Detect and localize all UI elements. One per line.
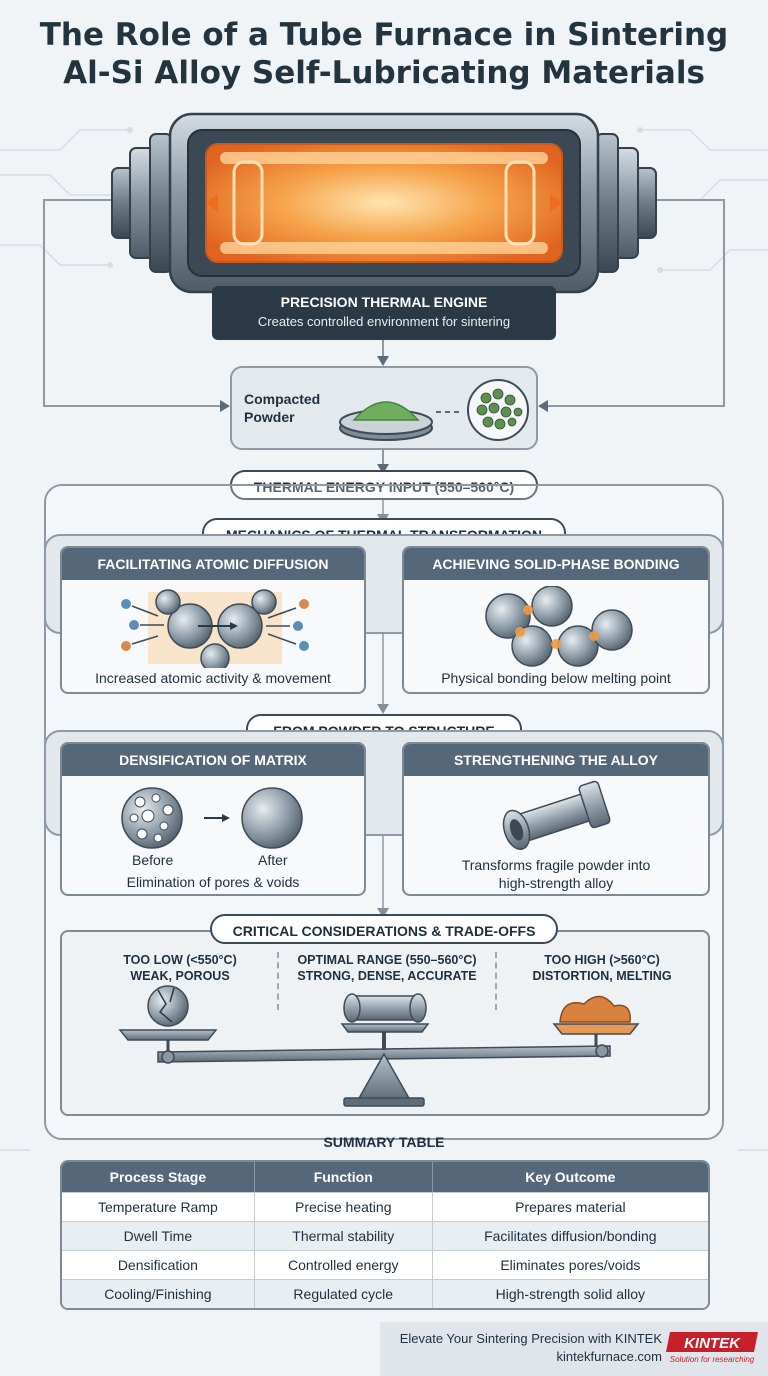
powder-label: Compacted Powder — [244, 390, 320, 426]
diffusion-caption: Increased atomic activity & movement — [95, 670, 331, 686]
table-row: Densification Controlled energy Eliminat… — [62, 1250, 708, 1279]
alloy-pipe-icon — [502, 780, 611, 850]
header-key-outcome: Key Outcome — [432, 1162, 708, 1192]
powder-dish-icon — [339, 379, 529, 441]
powder-label-line1: Compacted — [244, 391, 321, 407]
summary-table: Process Stage Function Key Outcome Tempe… — [60, 1160, 710, 1310]
page-title: The Role of a Tube Furnace in Sintering … — [39, 17, 729, 91]
optimal-line1: OPTIMAL RANGE (550–560°C) — [297, 953, 477, 967]
table-cell: Regulated cycle — [254, 1279, 433, 1308]
tradeoffs-panel: TOO LOW (<550°C) WEAK, POROUS OPTIMAL RA… — [60, 930, 710, 1116]
bonding-title: ACHIEVING SOLID-PHASE BONDING — [404, 548, 708, 580]
strengthening-caption-line1: Transforms fragile powder into — [461, 857, 651, 873]
densification-card: DENSIFICATION OF MATRIX Before After Eli… — [60, 742, 366, 896]
table-cell: Precise heating — [254, 1192, 433, 1221]
table-cell: Facilitates diffusion/bonding — [432, 1221, 708, 1250]
table-cell: Cooling/Finishing — [62, 1279, 255, 1308]
before-label: Before — [132, 852, 174, 868]
strengthening-title: STRENGTHENING THE ALLOY — [404, 744, 708, 776]
optimal-label: OPTIMAL RANGE (550–560°C) STRONG, DENSE,… — [287, 952, 487, 984]
atom-diffusion-icon — [121, 589, 309, 668]
strengthening-caption-line2: high-strength alloy — [498, 875, 614, 891]
powder-label-line2: Powder — [244, 409, 295, 425]
summary-header-row: Process Stage Function Key Outcome — [62, 1162, 708, 1192]
solid-phase-bonding-card: ACHIEVING SOLID-PHASE BONDING Physical b… — [402, 546, 710, 694]
divider-2 — [495, 952, 497, 1010]
summary-title: SUMMARY TABLE — [323, 1134, 445, 1150]
bonding-caption: Physical bonding below melting point — [441, 670, 671, 686]
strengthening-caption: Transforms fragile powder into high-stre… — [404, 856, 708, 892]
table-cell: Controlled energy — [254, 1250, 433, 1279]
table-cell: Prepares material — [432, 1192, 708, 1221]
engine-subtitle: Creates controlled environment for sinte… — [257, 314, 511, 329]
strengthening-card: STRENGTHENING THE ALLOY Transforms fragi… — [402, 742, 710, 896]
compacted-powder-panel: Compacted Powder — [230, 366, 538, 450]
table-row: Cooling/Finishing Regulated cycle High-s… — [62, 1279, 708, 1308]
diffusion-title: FACILITATING ATOMIC DIFFUSION — [62, 548, 364, 580]
after-label: After — [258, 852, 288, 868]
table-cell: Eliminates pores/voids — [432, 1250, 708, 1279]
logo-tagline: Solution for researching — [670, 1355, 755, 1364]
optimal-line2: STRONG, DENSE, ACCURATE — [297, 969, 477, 983]
densification-title: DENSIFICATION OF MATRIX — [62, 744, 364, 776]
too-high-line1: TOO HIGH (>560°C) — [544, 953, 660, 967]
tradeoffs-heading: CRITICAL CONSIDERATIONS & TRADE-OFFS — [210, 914, 558, 944]
kintek-logo[interactable]: KINTEK Solution for researching — [664, 1330, 760, 1366]
logo-text: KINTEK — [684, 1335, 741, 1352]
too-high-label: TOO HIGH (>560°C) DISTORTION, MELTING — [502, 952, 702, 984]
tube-furnace-illustration — [111, 112, 657, 294]
table-row: Dwell Time Thermal stability Facilitates… — [62, 1221, 708, 1250]
table-cell: Densification — [62, 1250, 255, 1279]
bonded-particles-icon — [485, 586, 633, 667]
table-cell: Temperature Ramp — [62, 1192, 255, 1221]
header-function: Function — [254, 1162, 433, 1192]
too-low-line2: WEAK, POROUS — [130, 969, 230, 983]
table-cell: Thermal stability — [254, 1221, 433, 1250]
pore-elimination-icon — [121, 787, 303, 849]
too-low-line1: TOO LOW (<550°C) — [123, 953, 237, 967]
too-low-label: TOO LOW (<550°C) WEAK, POROUS — [80, 952, 280, 984]
engine-title: PRECISION THERMAL ENGINE — [280, 294, 488, 310]
too-high-line2: DISTORTION, MELTING — [532, 969, 672, 983]
footer-text: Elevate Your Sintering Precision with KI… — [392, 1330, 662, 1366]
table-row: Temperature Ramp Precise heating Prepare… — [62, 1192, 708, 1221]
footer-tagline: Elevate Your Sintering Precision with KI… — [399, 1331, 662, 1346]
table-cell: High-strength solid alloy — [432, 1279, 708, 1308]
densification-caption: Elimination of pores & voids — [126, 874, 300, 890]
footer-website-link[interactable]: kintekfurnace.com — [556, 1349, 663, 1364]
table-cell: Dwell Time — [62, 1221, 255, 1250]
balance-scale-icon — [118, 985, 640, 1107]
atomic-diffusion-card: FACILITATING ATOMIC DIFFUSION Increased … — [60, 546, 366, 694]
precision-thermal-engine-label: PRECISION THERMAL ENGINE Creates control… — [212, 286, 556, 340]
header-process-stage: Process Stage — [62, 1162, 255, 1192]
divider-1 — [277, 952, 279, 1010]
